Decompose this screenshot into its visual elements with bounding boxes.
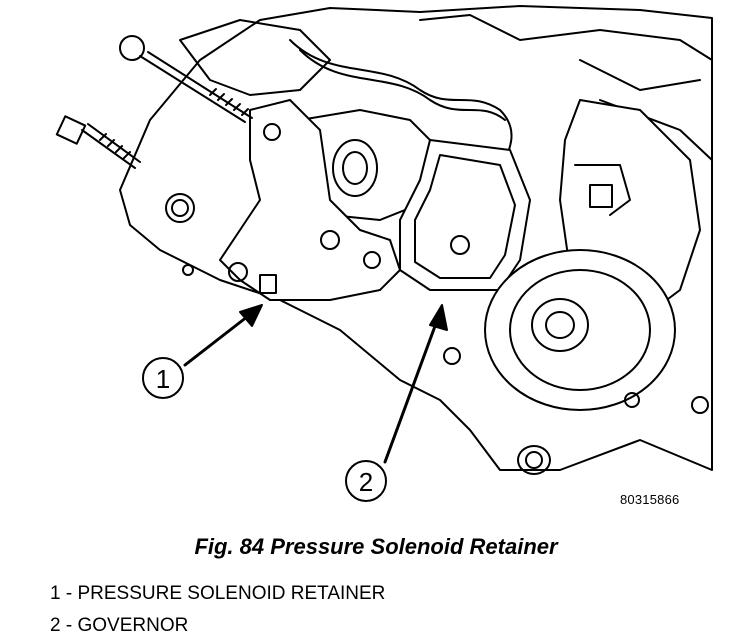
callout-1-circle bbox=[142, 357, 184, 399]
short-bolt bbox=[55, 115, 141, 169]
legend-text: GOVERNOR bbox=[77, 615, 189, 636]
solenoid-retainer bbox=[219, 99, 401, 301]
legend-separator: - bbox=[65, 583, 73, 604]
wiring-harness bbox=[289, 39, 513, 171]
legend-item: 2 - GOVERNOR bbox=[50, 610, 385, 642]
callout-1-number: 1 bbox=[156, 364, 170, 394]
governor-cover bbox=[399, 139, 531, 291]
output-plate bbox=[484, 249, 676, 411]
figure-caption: Fig. 84 Pressure Solenoid Retainer bbox=[194, 534, 558, 559]
legend-text: PRESSURE SOLENOID RETAINER bbox=[77, 583, 386, 604]
callout-2-circle bbox=[345, 460, 387, 502]
legend-number: 2 bbox=[50, 615, 61, 636]
legend-separator: - bbox=[65, 615, 73, 636]
callout-2-number: 2 bbox=[359, 467, 373, 497]
legend: 1 - PRESSURE SOLENOID RETAINER 2 - GOVER… bbox=[50, 578, 385, 642]
valve-body-top bbox=[179, 19, 331, 96]
legend-item: 1 - PRESSURE SOLENOID RETAINER bbox=[50, 578, 385, 610]
long-bolt bbox=[119, 35, 253, 123]
callout-1-leader bbox=[183, 311, 254, 367]
callout-2-leader bbox=[383, 316, 440, 464]
legend-number: 1 bbox=[50, 583, 61, 604]
technical-illustration: 1 2 bbox=[55, 5, 713, 502]
figure-code: 80315866 bbox=[620, 492, 680, 507]
